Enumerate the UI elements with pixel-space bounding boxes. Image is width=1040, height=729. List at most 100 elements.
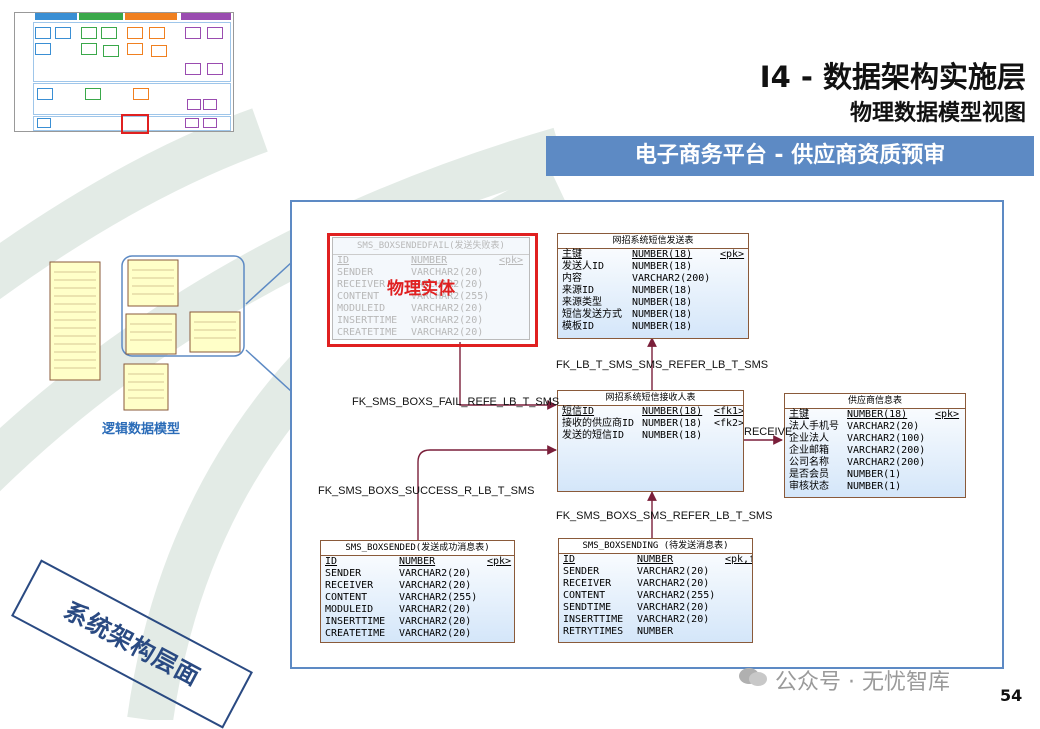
relation-label-success: FK_SMS_BOXS_SUCCESS_R_LB_T_SMS xyxy=(318,485,535,497)
entity-title: 供应商信息表 xyxy=(785,394,965,409)
entity-row: ID NUMBER <pk> xyxy=(333,255,529,267)
column-name: 企业法人 xyxy=(789,433,829,444)
column-name: INSERTTIME xyxy=(325,616,386,627)
column-type: NUMBER(1) xyxy=(847,481,902,492)
entity-row: RECEIVER VARCHAR2(20) xyxy=(333,279,529,291)
column-type: VARCHAR2(20) xyxy=(411,279,484,290)
relation-label-refer-bottom: FK_SMS_BOXS_SMS_REFER_LB_T_SMS xyxy=(556,510,773,522)
entity-row: 主键 NUMBER(18) <pk> xyxy=(558,249,748,261)
column-name: 模板ID xyxy=(562,321,595,332)
column-type: NUMBER xyxy=(411,255,448,266)
relation-label-receive: RECEIVE xyxy=(744,426,793,438)
column-type: NUMBER(18) xyxy=(632,321,693,332)
column-type: VARCHAR2(20) xyxy=(399,616,472,627)
column-name: INSERTTIME xyxy=(563,614,624,625)
column-name: SENDER xyxy=(563,566,600,577)
thumb-tab xyxy=(79,13,123,20)
column-type: VARCHAR2(200) xyxy=(847,457,926,468)
page-subtitle: 物理数据模型视图 xyxy=(849,101,1026,126)
entity-title: SMS_BOXSENDING (待发送消息表) xyxy=(559,539,752,554)
entity-title: SMS_BOXSENDEDFAIL(发送失败表) xyxy=(333,238,529,255)
relation-label-refer-top: FK_LB_T_SMS_SMS_REFER_LB_T_SMS xyxy=(556,359,769,371)
thumb-lane xyxy=(33,116,231,131)
column-name: SENDER xyxy=(337,267,374,278)
column-name: MODULEID xyxy=(325,604,374,615)
column-type: NUMBER(18) xyxy=(632,249,693,260)
column-name: 发送的短信ID xyxy=(562,430,625,441)
column-key: <pk> xyxy=(487,556,512,567)
page-number: 54 xyxy=(1000,686,1023,705)
column-type: VARCHAR2(20) xyxy=(399,580,472,591)
column-name: SENDTIME xyxy=(563,602,612,613)
entity-row: CREATETIME VARCHAR2(20) xyxy=(321,628,514,640)
column-type: NUMBER(18) xyxy=(642,430,703,441)
column-key: <pk> xyxy=(499,255,524,266)
column-name: 短信发送方式 xyxy=(562,309,622,320)
watermark-text: 公众号 · 无忧智库 xyxy=(775,670,950,695)
column-key: <pk> xyxy=(720,249,745,260)
relation-label-fail: FK_SMS_BOXS_FAIL_REFE_LB_T_SMS xyxy=(352,396,560,408)
entity-rows: IDNUMBER<pk,fk>SENDERVARCHAR2(20)RECEIVE… xyxy=(559,554,752,638)
column-name: ID xyxy=(325,556,338,567)
column-key: <pk,fk> xyxy=(725,554,752,565)
column-name: 主键 xyxy=(562,249,582,260)
column-type: NUMBER(18) xyxy=(632,285,693,296)
column-name: 短信ID xyxy=(562,406,595,417)
column-name: 内容 xyxy=(562,273,582,284)
entity-sms-boxsending[interactable]: SMS_BOXSENDING (待发送消息表) IDNUMBER<pk,fk>S… xyxy=(558,538,753,643)
column-name: 接收的供应商ID xyxy=(562,418,635,429)
entity-title: SMS_BOXSENDED(发送成功消息表) xyxy=(321,541,514,556)
column-name: 来源ID xyxy=(562,285,595,296)
entity-title: 网招系统短信发送表 xyxy=(558,234,748,249)
section-band: 电子商务平台 - 供应商资质预审 xyxy=(546,136,1034,176)
column-name: CONTENT xyxy=(563,590,606,601)
column-name: RECEIVER xyxy=(337,279,386,290)
column-type: VARCHAR2(20) xyxy=(637,614,710,625)
column-type: VARCHAR2(20) xyxy=(637,602,710,613)
column-name: ID xyxy=(337,255,350,266)
logical-model-label: 逻辑数据模型 xyxy=(102,422,181,437)
column-name: CREATETIME xyxy=(325,628,386,639)
entity-row: INSERTTIME VARCHAR2(20) xyxy=(321,616,514,628)
wechat-icon xyxy=(739,668,767,686)
entity-row: 审核状态 NUMBER(1) xyxy=(785,481,965,493)
physical-entity-highlight xyxy=(327,233,538,347)
thumb-tab xyxy=(125,13,177,20)
column-name: MODULEID xyxy=(337,303,386,314)
column-name: INSERTTIME xyxy=(337,315,398,326)
column-name: 主键 xyxy=(789,409,809,420)
column-type: VARCHAR2(20) xyxy=(399,628,472,639)
entity-row: 来源ID NUMBER(18) xyxy=(558,285,748,297)
column-name: 法人手机号 xyxy=(789,421,839,432)
page-title: I4 - 数据架构实施层 xyxy=(759,60,1026,94)
column-name: 来源类型 xyxy=(562,297,602,308)
column-type: NUMBER(18) xyxy=(632,297,693,308)
column-type: VARCHAR2(20) xyxy=(411,303,484,314)
column-name: 审核状态 xyxy=(789,481,829,492)
